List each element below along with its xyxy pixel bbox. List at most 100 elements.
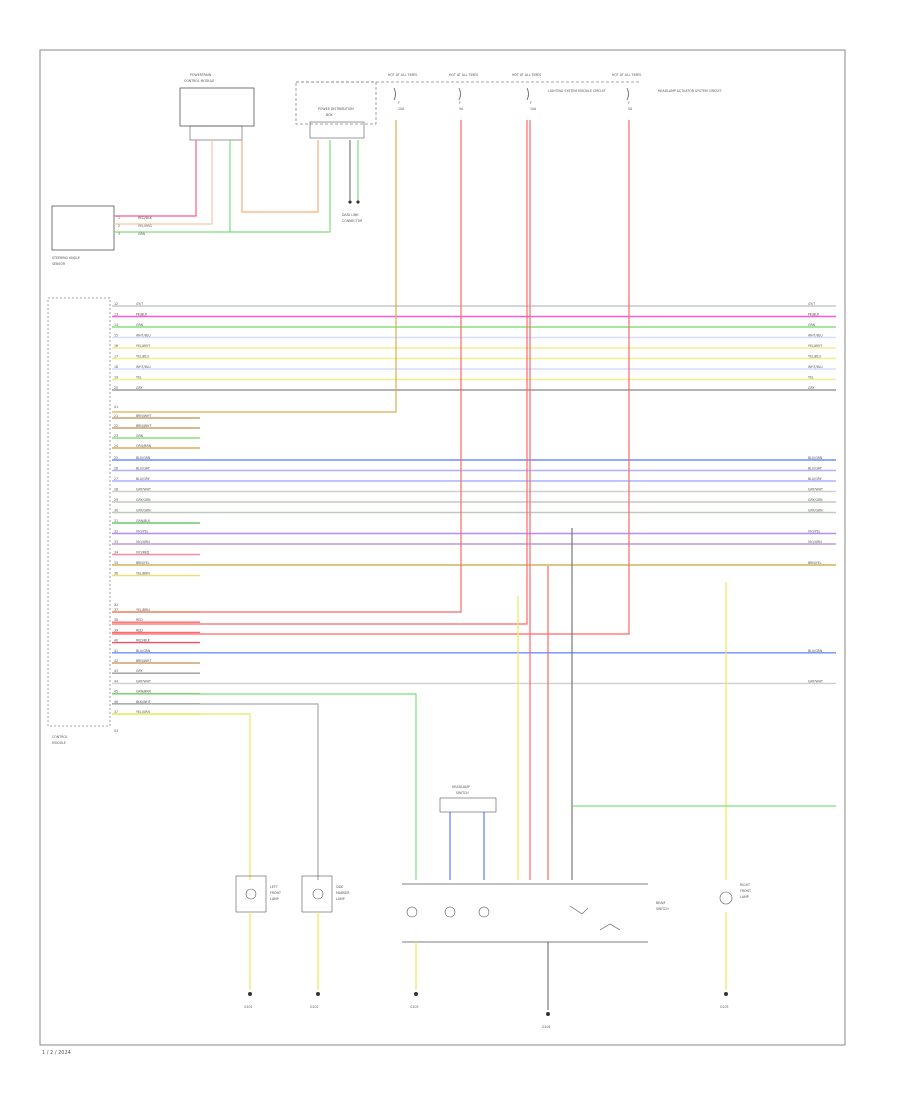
svg-text:GRN: GRN — [138, 232, 146, 236]
bus-end-label: BLU/GRN — [808, 456, 823, 460]
bus-end-label: GY/T — [808, 302, 815, 306]
bus-wire-label: GRN/BLK — [136, 519, 151, 523]
power-source-4: HOT AT ALL TIMES F 5A — [612, 73, 641, 111]
right-front-lamp: RIGHT FRONT LAMP — [719, 883, 751, 905]
bus-wire-label: VIO/YEL — [136, 530, 149, 534]
bus-end-label: BLU/GRY — [808, 467, 822, 471]
svg-text:BOX: BOX — [326, 113, 333, 117]
bus-wire-label: ORG/BRN — [136, 444, 152, 448]
ground-wires — [249, 912, 727, 1010]
bus-wire-label: YEL/BRN — [136, 572, 150, 576]
bus-pin-label: 46 — [114, 700, 118, 704]
bus-wire-label: GY/T — [136, 302, 143, 306]
bus-wire-label: BLU/GRY — [136, 467, 150, 471]
bus-pin-label: 20 — [114, 386, 118, 390]
bus-end-label: GRY/WHT — [808, 679, 823, 683]
power-source-label: HOT AT ALL TIMES — [612, 73, 641, 77]
steering-angle-sensor: STEERING ANGLE SENSOR 1 2 3 RED/BLK YEL/… — [51, 205, 153, 266]
bus-wire-label: RED/BLK — [136, 639, 151, 643]
bus-pin-label: 41 — [114, 649, 118, 653]
bus-pin-label: 16 — [114, 344, 118, 348]
fuse-symbols — [393, 87, 629, 101]
bus-wire-label: PK/BLK — [136, 313, 148, 317]
bus-wire-label: BLU/GRY — [136, 477, 150, 481]
main-control-module: CONTROL MODULE X1 X2 X3 — [47, 297, 118, 745]
bus-end-label: GRY/GRN — [808, 498, 823, 502]
svg-text:G103: G103 — [410, 1005, 419, 1009]
bus-pin-label: 19 — [114, 376, 118, 380]
bus-wire-label: RED — [136, 618, 143, 622]
fuse-amps: 5A — [628, 107, 633, 111]
ground-icon — [724, 992, 728, 996]
fuse-label: F — [628, 101, 630, 105]
bus-wire-label: VIO/GRN — [136, 540, 150, 544]
svg-text:G101: G101 — [244, 1005, 253, 1009]
bus-end-label: YEL/WHT — [808, 344, 822, 348]
bus-wire-label: BRN/WHT — [136, 424, 151, 428]
bus-pin-label: 33 — [114, 540, 118, 544]
bus-pin-label: 37 — [114, 608, 118, 612]
bus-pin-label: 30 — [114, 509, 118, 513]
bus-pin-label: 36 — [114, 572, 118, 576]
bus-pin-label: 42 — [114, 659, 118, 663]
svg-text:1: 1 — [118, 216, 120, 220]
bus-pin-label: 35 — [114, 561, 118, 565]
svg-text:2: 2 — [118, 224, 120, 228]
svg-text:YEL/ORG: YEL/ORG — [138, 224, 153, 228]
bus-end-label: BLU/GRN — [808, 649, 823, 653]
bus-end-label: GRY/WHT — [808, 488, 823, 492]
bus-wire-label: WHT/BLU — [136, 365, 151, 369]
bus-pin-label: 28 — [114, 488, 118, 492]
bus-pin-label: 45 — [114, 690, 118, 694]
svg-text:FRONT: FRONT — [740, 889, 751, 893]
power-source-1: HOT AT ALL TIMES F 10A — [388, 73, 417, 111]
ground-icon — [546, 1012, 550, 1016]
fuse-amps: 10A — [398, 107, 405, 111]
bus-wire-label: YEL/WHT — [136, 344, 150, 348]
bus-pin-label: 24 — [114, 444, 118, 448]
sensor-wires — [114, 140, 359, 233]
power-source-label: HOT AT ALL TIMES — [512, 73, 541, 77]
bus-pin-label: 39 — [114, 628, 118, 632]
svg-text:X1: X1 — [114, 405, 118, 409]
svg-text:SIDE: SIDE — [336, 885, 343, 889]
svg-text:DATA LINK: DATA LINK — [342, 213, 359, 217]
power-source-label: HOT AT ALL TIMES — [449, 73, 478, 77]
fuse-label: F — [459, 101, 461, 105]
bus-end-label: BRN/YEL — [808, 561, 822, 565]
bus-pin-label: 47 — [114, 710, 118, 714]
bus-pin-label: 22 — [114, 424, 118, 428]
bus-end-label: PK/BLK — [808, 313, 820, 317]
bus-wire-label: YEL/BRN — [136, 608, 150, 612]
bus-wire-label: YEL/GRN — [136, 710, 150, 714]
bus-wire-label: BLU/GRN — [136, 649, 151, 653]
svg-text:POWERTRAIN: POWERTRAIN — [190, 73, 212, 77]
bus-end-label: WHT/BLU — [808, 334, 823, 338]
svg-text:MARKER: MARKER — [336, 891, 350, 895]
bus-wire-label: GRN/BRN — [136, 690, 152, 694]
svg-text:POWER DISTRIBUTION: POWER DISTRIBUTION — [318, 107, 354, 111]
bus-wire-label: GRY/GRN — [136, 509, 151, 513]
bus-wire-label: BRN/WHT — [136, 659, 151, 663]
bus-pin-label: 29 — [114, 498, 118, 502]
bus-wire-label: WHT/BLU — [136, 334, 151, 338]
bus-pin-label: 38 — [114, 618, 118, 622]
svg-text:SENSOR: SENSOR — [52, 262, 66, 266]
power-source-label: HOT AT ALL TIMES — [388, 73, 417, 77]
svg-text:G105: G105 — [720, 1005, 729, 1009]
bus-wire-label: GRY/WHT — [136, 679, 151, 683]
bus-pin-label: 32 — [114, 530, 118, 534]
svg-text:LAMP: LAMP — [270, 897, 279, 901]
bus-end-label: YEL — [808, 376, 814, 380]
bus-end-label: GRY/GRN — [808, 509, 823, 513]
headlamp-switch: HEADLAMP SWITCH BEAM SWITCH — [402, 785, 669, 943]
bus-pin-label: 25 — [114, 456, 118, 460]
svg-text:FRONT: FRONT — [270, 891, 281, 895]
bus-pin-label: 14 — [114, 323, 118, 327]
bus-wire-label: GRY/GRN — [136, 498, 151, 502]
bus-end-label: YEL/BLU — [808, 355, 822, 359]
svg-text:HEADLAMP: HEADLAMP — [452, 785, 470, 789]
bus-pin-label: 21 — [114, 414, 118, 418]
bus-wire-label: GRY/WHT — [136, 488, 151, 492]
